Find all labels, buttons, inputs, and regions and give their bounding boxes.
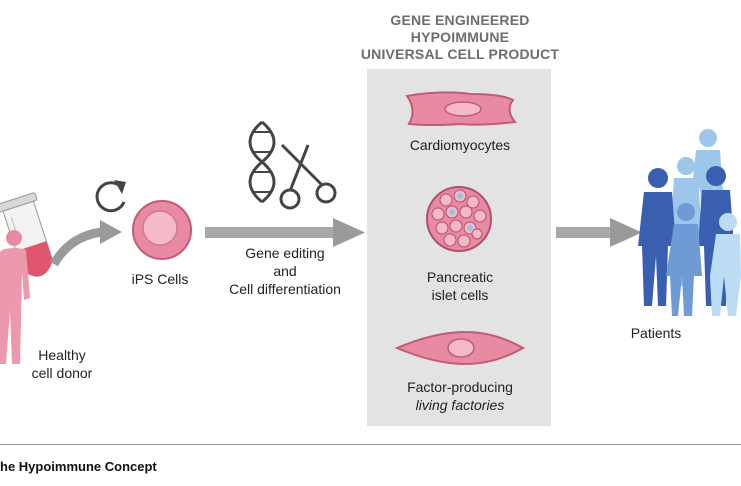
process-label: Gene editing and Cell differentiation xyxy=(210,244,360,298)
process-label-line-3: Cell differentiation xyxy=(229,281,341,297)
heading-line-2: HYPOIMMUNE xyxy=(410,29,510,45)
donor-label-line-2: cell donor xyxy=(31,365,93,381)
heading-line-3: UNIVERSAL CELL PRODUCT xyxy=(360,46,560,62)
patients-label: Patients xyxy=(630,325,682,341)
divider xyxy=(0,444,741,445)
scissors-icon xyxy=(279,143,337,210)
arrow-ips-to-product xyxy=(205,218,365,247)
arrow-donor-to-ips xyxy=(50,220,122,267)
donor-label: Healthy cell donor xyxy=(22,346,102,382)
ips-label: iPS Cells xyxy=(131,271,189,287)
donor-label-line-1: Healthy xyxy=(38,347,86,363)
islet-cells-icon xyxy=(426,186,492,252)
factor-label: Factor-producing living factories xyxy=(380,378,540,414)
arrow-product-to-patients xyxy=(556,218,642,247)
cardio-label: Cardiomyocytes xyxy=(409,137,511,153)
product-heading: GENE ENGINEERED HYPOIMMUNE UNIVERSAL CEL… xyxy=(330,12,590,63)
islet-label-line-2: islet cells xyxy=(431,287,489,303)
factor-label-line-2: living factories xyxy=(415,397,505,413)
patients-group-icon xyxy=(638,129,741,316)
figure-caption: he Hypoimmune Concept xyxy=(0,459,157,474)
ips-cell-icon xyxy=(132,200,192,260)
donor-person-icon xyxy=(0,230,30,364)
cardiomyocyte-icon xyxy=(405,91,517,126)
process-label-line-1: Gene editing xyxy=(245,245,325,261)
heading-line-1: GENE ENGINEERED xyxy=(390,12,530,28)
process-label-line-2: and xyxy=(273,263,297,279)
islet-label-line-1: Pancreatic xyxy=(426,269,494,285)
islet-label: Pancreatic islet cells xyxy=(387,268,533,304)
factor-cell-icon xyxy=(394,330,526,366)
refresh-icon xyxy=(95,180,126,213)
dna-icon xyxy=(248,120,276,204)
factor-label-line-1: Factor-producing xyxy=(407,379,513,395)
